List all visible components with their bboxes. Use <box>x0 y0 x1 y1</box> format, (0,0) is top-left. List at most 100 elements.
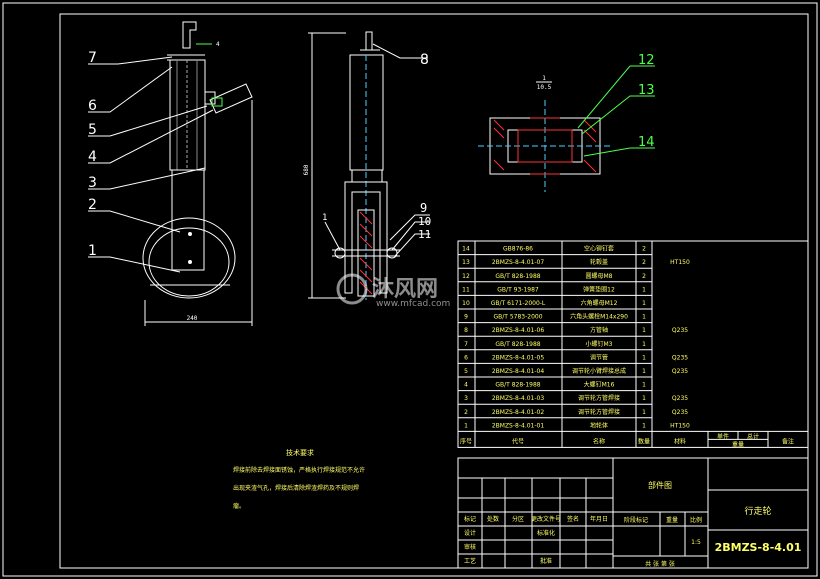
bom-cell-code: GB/T 828-1988 <box>495 341 540 348</box>
bom-cell-name: 调节轮方管焊接 <box>578 394 620 402</box>
bom-cell-name: 空心铆钉套 <box>584 245 614 253</box>
bom-cell-no: 10 <box>462 300 470 307</box>
bom-cell-no: 1 <box>464 422 468 429</box>
title-block-label: 标准化 <box>537 529 555 537</box>
bom-header-cell: 数量 <box>638 437 650 445</box>
detail-view <box>478 100 612 192</box>
bom-cell-code: GB/T 6171-2000-L <box>491 300 546 307</box>
title-block-label: 审核 <box>464 543 476 551</box>
bom-cell-no: 8 <box>464 327 468 334</box>
bom-cell-code: 2BMZS-8-4.01-01 <box>492 422 545 429</box>
balloon-10: 10 <box>418 215 431 228</box>
bom-header-cell: 单件 <box>717 432 729 440</box>
bom-cell-qty: 1 <box>642 327 646 334</box>
bom-cell-name: 地轮体 <box>590 421 608 429</box>
balloon-14: 14 <box>638 135 655 150</box>
bom-cell-name: 调节轮方管焊接 <box>578 408 620 416</box>
bom-header-cell: 材料 <box>674 437 686 445</box>
bom-cell-qty: 1 <box>642 354 646 361</box>
title-block-label: 批准 <box>540 557 552 565</box>
watermark-logo-icon <box>336 273 368 305</box>
balloon-4: 4 <box>88 149 97 165</box>
bom-cell-no: 6 <box>464 354 468 361</box>
bom-cell-no: 14 <box>462 246 470 253</box>
bom-header-cell: 重量 <box>732 440 744 448</box>
title-block-label: 标记 <box>464 515 476 523</box>
sheet-label: 共 张 第 张 <box>645 560 675 568</box>
bom-cell-code: GB/T 828-1988 <box>495 382 540 389</box>
balloon-9: 9 <box>420 201 427 215</box>
detail-scale-den: 10.5 <box>537 84 552 91</box>
balloon-3: 3 <box>88 175 97 191</box>
side-leaders <box>324 43 430 257</box>
bom-cell-name: 方管轴 <box>590 326 608 334</box>
detail-scale-num: 1 <box>542 75 546 82</box>
bom-cell-name: 六角螺母M12 <box>581 299 618 307</box>
bom-cell-code: GB876-86 <box>503 246 533 253</box>
tech-req-line-1: 焊接前除去焊接面锈蚀，严格执行焊接规范不允许 <box>233 466 365 474</box>
bom-cell-qty: 1 <box>642 395 646 402</box>
bom-cell-qty: 1 <box>642 341 646 348</box>
balloon-2: 2 <box>88 197 97 213</box>
side-small-label: 1 <box>322 213 327 223</box>
title-block-label: 重量 <box>666 516 678 524</box>
bom-cell-no: 4 <box>464 382 468 389</box>
bom-header-cell: 总计 <box>747 432 759 440</box>
bom-cell-qty: 1 <box>642 409 646 416</box>
tech-req-line-3: 瘤。 <box>233 502 245 510</box>
top-small-dimension: 4 <box>216 41 220 48</box>
bom-cell-no: 2 <box>464 409 468 416</box>
bom-cell-no: 3 <box>464 395 468 402</box>
axle-nut-right <box>386 247 398 259</box>
watermark-url: www.mfcad.com <box>376 299 450 309</box>
drawing-number: 2BMZS-8-4.01 <box>715 541 802 554</box>
title-block-label: 分区 <box>512 515 524 523</box>
front-view <box>142 21 253 326</box>
bom-cell-mat: Q235 <box>672 409 688 416</box>
material-box: 部件图 <box>648 480 672 490</box>
title-block-label: 工艺 <box>464 557 476 565</box>
bom-header-cell: 名称 <box>593 437 605 445</box>
bom-cell-qty: 1 <box>642 382 646 389</box>
width-dimension: 240 <box>187 315 198 322</box>
watermark: 沐风网 www.mfcad.com <box>336 273 450 309</box>
bom-cell-code: GB/T 828-1988 <box>495 273 540 280</box>
bom-cell-no: 12 <box>462 273 470 280</box>
bom-header-cell: 序号 <box>460 437 472 445</box>
title-block <box>457 457 809 569</box>
bom-cell-qty: 1 <box>642 300 646 307</box>
side-hatch <box>359 211 373 295</box>
bom-cell-code: GB/T 5783-2000 <box>493 314 542 321</box>
bom-cell-qty: 2 <box>642 259 646 266</box>
balloon-1: 1 <box>88 243 97 259</box>
bom-cell-no: 11 <box>462 286 470 293</box>
balloon-13: 13 <box>638 83 655 98</box>
title-block-label: 年月日 <box>590 515 608 523</box>
bom-cell-name: 轮毂盖 <box>590 258 608 266</box>
technical-requirements: 技术要求 焊接前除去焊接面锈蚀，严格执行焊接规范不允许 出现夹渣气孔，焊接后清除… <box>233 448 365 510</box>
bom-cell-no: 13 <box>462 259 470 266</box>
bom-cell-code: GB/T 93-1987 <box>497 286 539 293</box>
bom-cell-no: 9 <box>464 314 468 321</box>
bom-cell-qty: 1 <box>642 368 646 375</box>
balloon-5: 5 <box>88 122 97 138</box>
axle-nut-left <box>334 247 346 259</box>
bom-frame <box>457 240 809 448</box>
bom-cell-code: 2BMZS-8-4.01-04 <box>492 368 545 375</box>
bom-cell-mat: HT150 <box>670 422 690 429</box>
tech-req-line-2: 出现夹渣气孔，焊接后清除焊渣焊药及不规则焊 <box>233 484 359 492</box>
detail-leaders <box>577 65 655 157</box>
bom-cell-name: 调节管 <box>590 353 608 361</box>
front-balloon-labels: 7 6 5 4 3 2 1 <box>88 50 97 259</box>
title-block-label: 比例 <box>690 516 702 524</box>
balloon-8: 8 <box>420 52 429 68</box>
side-view <box>308 31 400 300</box>
balloon-12: 12 <box>638 53 655 68</box>
bom-cell-mat: Q235 <box>672 354 688 361</box>
bom-cell-code: 2BMZS-8-4.01-03 <box>492 395 545 402</box>
watermark-brand-cn: 沐风网 <box>372 277 438 302</box>
bom-cell-mat: Q235 <box>672 327 688 334</box>
